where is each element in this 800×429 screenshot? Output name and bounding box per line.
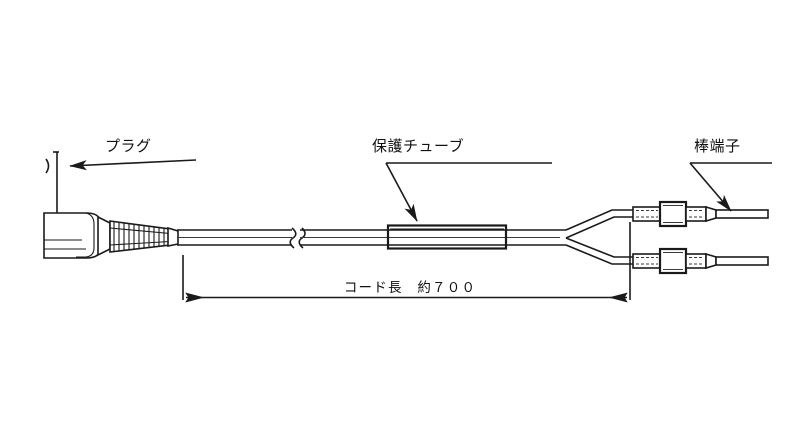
protective-tube-outline bbox=[386, 224, 508, 250]
label-protective-tube: 保護チューブ bbox=[372, 137, 464, 155]
terminal-pin-lower bbox=[715, 256, 769, 266]
branch-wire-lower-bottom bbox=[565, 244, 633, 265]
terminal-hex-detail-upper bbox=[663, 205, 683, 223]
dimension-text-cord-length: コード長 約７００ bbox=[344, 280, 476, 296]
terminal-taper-upper bbox=[705, 205, 717, 223]
strain-relief-ferrule bbox=[167, 226, 179, 247]
two-conductor-cord bbox=[177, 227, 566, 249]
plug-break-curve bbox=[45, 158, 50, 174]
plug-collar bbox=[97, 215, 111, 257]
terminal-pin-upper bbox=[715, 209, 769, 219]
strain-relief-coil bbox=[109, 220, 179, 253]
plug-body bbox=[43, 212, 101, 259]
plug-body-inner-edge bbox=[76, 212, 95, 258]
leader-plug bbox=[69, 159, 197, 171]
terminal-taper-lower bbox=[705, 252, 717, 270]
leader-line-rod-terminal-diagonal bbox=[689, 162, 732, 212]
cord-split bbox=[565, 209, 633, 265]
label-plug: プラグ bbox=[105, 137, 152, 155]
rod-terminal-upper bbox=[632, 200, 769, 228]
branch-wire-lower-top bbox=[565, 237, 633, 258]
terminal-hex-body-lower bbox=[658, 247, 688, 275]
strain-band-upper bbox=[109, 227, 171, 235]
terminal-crimp-barrel-upper bbox=[632, 206, 661, 222]
strain-band-lower bbox=[109, 240, 171, 246]
label-rod-terminal: 棒端子 bbox=[694, 137, 741, 155]
branch-wire-upper-bottom bbox=[565, 216, 633, 239]
leader-line-plug bbox=[69, 159, 197, 171]
terminal-hex-detail-lower bbox=[663, 252, 683, 270]
terminal-collar-upper bbox=[685, 206, 707, 222]
branch-wire-upper-top bbox=[565, 209, 633, 231]
plug-assembly bbox=[43, 151, 179, 259]
leader-protective-tube bbox=[385, 162, 552, 222]
break-curve-left bbox=[289, 227, 297, 249]
leader-line-protective-tube-diagonal bbox=[385, 162, 418, 222]
leader-rod-terminal bbox=[689, 162, 772, 212]
terminal-collar-lower bbox=[685, 253, 707, 269]
terminal-crimp-barrel-lower bbox=[632, 253, 661, 269]
rod-terminal-lower bbox=[632, 247, 769, 275]
dimension-cord-length: コード長 約７００ bbox=[182, 222, 631, 303]
protective-tube-sleeve bbox=[386, 224, 508, 250]
